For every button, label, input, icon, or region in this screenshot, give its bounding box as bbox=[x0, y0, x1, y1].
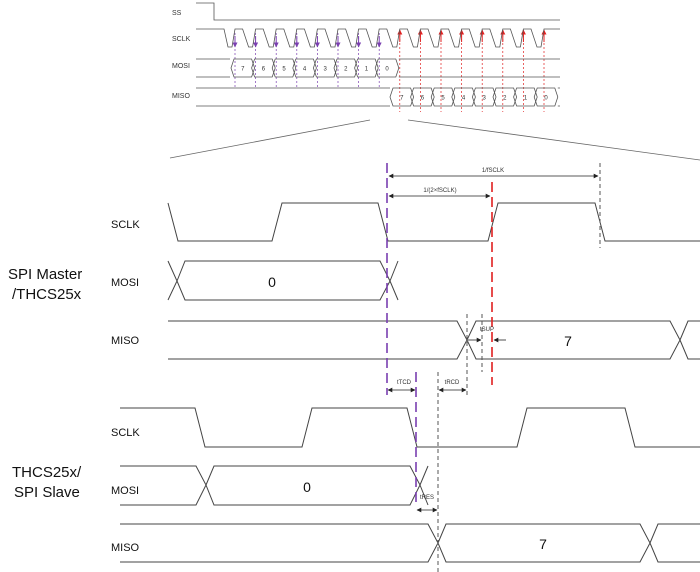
overview-miso-bit: 5 bbox=[441, 96, 445, 102]
overview-mosi-bit: 1 bbox=[365, 67, 369, 73]
period-label: 1/fSCLK bbox=[482, 168, 504, 174]
overview-miso-tail bbox=[557, 87, 560, 107]
overview-miso-cell bbox=[513, 87, 538, 107]
overview-mosi-cell bbox=[230, 58, 256, 78]
overview-mosi-bit: 3 bbox=[324, 67, 328, 73]
overview-miso-bit: 1 bbox=[524, 96, 528, 102]
overview-miso-cell bbox=[389, 87, 415, 107]
overview-miso-cell bbox=[451, 87, 476, 107]
overview-edge-markers bbox=[232, 29, 547, 112]
timing-annotations: 1/fSCLK 1/(2×fSCLK) tSUP tTCD tRCD tRES bbox=[386, 163, 601, 572]
zoom-line-right bbox=[407, 119, 700, 161]
overview-miso-wave: 7 6 5 4 3 2 1 0 bbox=[196, 87, 560, 107]
master-mosi-next bbox=[389, 260, 399, 301]
slave-sclk-wave bbox=[120, 407, 700, 448]
zoom-line-left bbox=[169, 119, 371, 159]
slave-miso-label: MISO bbox=[111, 542, 140, 554]
overview-mosi-bit: 7 bbox=[241, 67, 245, 73]
master-mosi-value: 0 bbox=[268, 274, 276, 290]
overview-miso-cell bbox=[492, 87, 518, 107]
slave-sclk-label: SCLK bbox=[111, 427, 140, 439]
overview-mosi-bit: 4 bbox=[303, 67, 307, 73]
overview-miso-bit: 4 bbox=[462, 96, 466, 102]
overview-mosi-cell bbox=[354, 58, 379, 78]
slave-mosi-byte0 bbox=[205, 465, 421, 506]
ttcd-label: tTCD bbox=[397, 380, 412, 386]
overview-sclk-label: SCLK bbox=[172, 36, 191, 43]
master-section: SPI Master /THCS25x SCLK MOSI MISO 0 7 bbox=[8, 202, 700, 360]
overview-miso-cell bbox=[430, 87, 456, 107]
slave-mosi-next bbox=[419, 465, 429, 506]
slave-miso-next bbox=[649, 523, 700, 563]
overview-mosi-bit: 5 bbox=[282, 67, 286, 73]
tsup-label: tSUP bbox=[480, 327, 494, 333]
master-mosi-byte0 bbox=[176, 260, 391, 301]
trcd-label: tRCD bbox=[445, 380, 460, 386]
overview-miso-cell bbox=[410, 87, 435, 107]
master-miso-value: 7 bbox=[564, 333, 572, 349]
master-sclk-wave bbox=[167, 202, 700, 242]
master-sclk-label: SCLK bbox=[111, 219, 140, 231]
overview-miso-label: MISO bbox=[172, 93, 190, 100]
master-mosi-start bbox=[167, 260, 178, 301]
tres-label: tRES bbox=[420, 495, 434, 501]
overview-mosi-cell bbox=[374, 58, 400, 78]
overview-mosi-bit: 0 bbox=[385, 67, 389, 73]
overview-sclk-wave bbox=[196, 28, 560, 48]
overview-miso-bit: 7 bbox=[400, 96, 404, 102]
overview-mosi-cell bbox=[333, 58, 359, 78]
master-miso-next bbox=[679, 320, 700, 360]
master-miso-label: MISO bbox=[111, 335, 140, 347]
slave-section: THCS25x/ SPI Slave SCLK MOSI MISO 0 7 bbox=[12, 407, 700, 563]
overview-miso-bit: 2 bbox=[503, 96, 507, 102]
half-period-label: 1/(2×fSCLK) bbox=[423, 188, 456, 194]
overview-ss-label: SS bbox=[172, 10, 182, 17]
overview-miso-bit: 0 bbox=[544, 96, 548, 102]
slave-mosi-label: MOSI bbox=[111, 485, 139, 497]
overview-mosi-cell bbox=[292, 58, 317, 78]
master-mosi-label: MOSI bbox=[111, 277, 139, 289]
overview-mosi-cell bbox=[251, 58, 276, 78]
overview-mosi-label: MOSI bbox=[172, 63, 190, 70]
overview-mosi-cell bbox=[271, 58, 297, 78]
overview-section: SS SCLK MOSI MISO 7 6 5 4 3 2 1 0 7 6 5 4 3 2 1 0 bbox=[169, 2, 700, 161]
overview-ss-wave bbox=[196, 2, 560, 21]
slave-group-label-line2: SPI Slave bbox=[14, 484, 80, 501]
slave-mosi-value: 0 bbox=[303, 479, 311, 495]
overview-miso-idle bbox=[196, 87, 390, 107]
overview-miso-bit: 6 bbox=[421, 96, 425, 102]
slave-group-label-line1: THCS25x/ bbox=[12, 464, 82, 481]
overview-mosi-wave: 7 6 5 4 3 2 1 0 bbox=[196, 58, 560, 78]
master-group-label-line2: /THCS25x bbox=[12, 286, 82, 303]
overview-miso-cell bbox=[533, 87, 559, 107]
overview-mosi-bit: 2 bbox=[344, 67, 348, 73]
slave-miso-value: 7 bbox=[539, 536, 547, 552]
overview-miso-bit: 3 bbox=[483, 96, 487, 102]
overview-mosi-tail bbox=[398, 58, 560, 78]
overview-miso-cell bbox=[471, 87, 497, 107]
master-miso-idle bbox=[168, 320, 468, 360]
slave-miso-idle bbox=[120, 523, 439, 563]
master-group-label-line1: SPI Master bbox=[8, 266, 82, 283]
overview-mosi-cell bbox=[312, 58, 338, 78]
overview-mosi-idle bbox=[196, 58, 230, 78]
overview-mosi-bit: 6 bbox=[262, 67, 266, 73]
